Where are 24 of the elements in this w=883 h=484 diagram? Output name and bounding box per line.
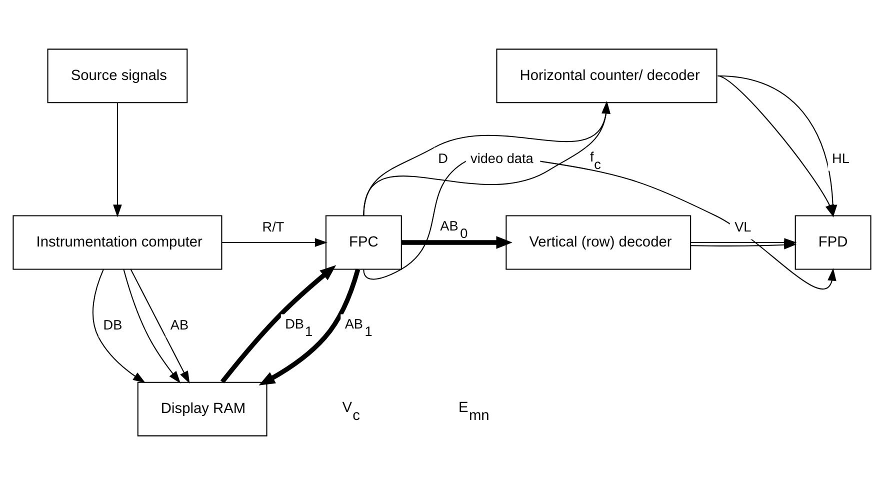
edge-label: R/T [262, 218, 284, 234]
arrow [258, 268, 360, 385]
node-box: Source signals [46, 48, 188, 103]
node-box: Horizontal counter/ decoder [496, 48, 717, 103]
edge-label: DB [102, 316, 122, 332]
arrow [690, 238, 796, 246]
node-box: FPD [794, 214, 871, 270]
arrow [92, 268, 146, 383]
node-box: Display RAM [136, 381, 267, 436]
arrow [401, 236, 512, 248]
edge-label: VL [734, 218, 751, 234]
node-box: FPC [324, 214, 402, 270]
arrow [221, 238, 327, 246]
edge-label: AB [170, 316, 188, 332]
edge-label: video data [470, 150, 533, 166]
arrow [122, 268, 180, 383]
node-box: Vertical (row) decoder [505, 214, 691, 270]
edge-label: HL [832, 150, 849, 166]
edge-label: D [438, 150, 448, 166]
arrow [362, 100, 610, 216]
arrow [130, 268, 190, 384]
node-box: Instrumentation computer [12, 214, 222, 270]
arrow [112, 102, 122, 217]
arrow [220, 264, 336, 383]
